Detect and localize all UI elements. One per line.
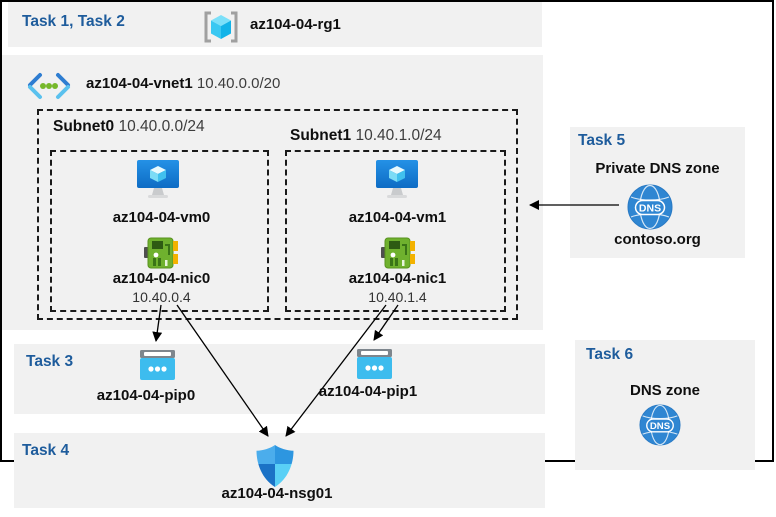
virtual-machine-icon xyxy=(137,160,179,198)
public-ip-icon xyxy=(140,350,175,380)
resource-group-icon xyxy=(204,11,238,43)
public-ip-icon xyxy=(357,349,392,379)
subnet0-label: Subnet0 10.40.0.0/24 xyxy=(53,118,205,136)
vnet-title: az104-04-vnet1 10.40.0.0/20 xyxy=(86,75,280,92)
dns-badge-text: DNS xyxy=(650,421,671,432)
task5-box: Task 5 Private DNS zone DNS contoso.org xyxy=(570,127,745,258)
network-interface-icon xyxy=(381,237,415,269)
task4-band: Task 4 az104-04-nsg01 xyxy=(14,433,545,508)
vm1-name: az104-04-vm1 xyxy=(348,209,447,226)
resource-group-name: az104-04-rg1 xyxy=(250,16,341,33)
subnet0-dashed-box: az104-04-vm0 az104-04-nic0 10.40.0.4 xyxy=(50,150,269,312)
private-dns-zone-name: contoso.org xyxy=(614,231,701,248)
task6-box: Task 6 DNS zone DNS xyxy=(575,340,755,470)
subnets-dashed-container: Subnet0 10.40.0.0/24 Subnet1 10.40.1.0/2… xyxy=(37,109,518,320)
pip0-name: az104-04-pip0 xyxy=(96,387,196,404)
subnet0-cidr: 10.40.0.0/24 xyxy=(118,118,205,135)
dns-zone-icon: DNS xyxy=(627,184,673,230)
private-dns-zone-title: Private DNS zone xyxy=(595,160,720,177)
nsg-name: az104-04-nsg01 xyxy=(221,485,333,502)
task5-label: Task 5 xyxy=(578,132,626,149)
nic0-ip: 10.40.0.4 xyxy=(132,289,191,305)
nic1-name: az104-04-nic1 xyxy=(348,270,447,287)
virtual-network-icon xyxy=(28,73,70,99)
task1-2-label: Task 1, Task 2 xyxy=(22,13,125,30)
task3-band: Task 3 az104-04-pip0 az104-04-pip1 xyxy=(14,344,545,414)
vm0-name: az104-04-vm0 xyxy=(112,209,211,226)
vnet-cidr: 10.40.0.0/20 xyxy=(196,75,281,92)
subnet1-label: Subnet1 10.40.1.0/24 xyxy=(290,127,442,145)
task6-label: Task 6 xyxy=(586,346,634,363)
dns-zone-icon: DNS xyxy=(639,404,681,446)
nic1-ip: 10.40.1.4 xyxy=(368,289,427,305)
vnet-box: az104-04-vnet1 10.40.0.0/20 Subnet0 10.4… xyxy=(2,55,543,330)
task3-label: Task 3 xyxy=(26,353,74,370)
network-interface-icon xyxy=(144,237,178,269)
subnet0-name: Subnet0 xyxy=(53,118,115,135)
subnet1-dashed-box: az104-04-vm1 az104-04-nic1 10.40.1.4 xyxy=(285,150,506,312)
nic0-name: az104-04-nic0 xyxy=(112,270,211,287)
vnet-name: az104-04-vnet1 xyxy=(86,75,193,92)
dns-zone-title: DNS zone xyxy=(629,382,700,399)
dns-badge-text: DNS xyxy=(639,203,661,215)
subnet1-cidr: 10.40.1.0/24 xyxy=(355,127,442,144)
network-security-group-icon xyxy=(256,445,294,487)
virtual-machine-icon xyxy=(376,160,418,198)
subnet1-name: Subnet1 xyxy=(290,127,352,144)
task1-2-band: Task 1, Task 2 az104-04-rg1 xyxy=(8,2,542,47)
task4-label: Task 4 xyxy=(22,442,70,459)
pip1-name: az104-04-pip1 xyxy=(318,383,418,400)
